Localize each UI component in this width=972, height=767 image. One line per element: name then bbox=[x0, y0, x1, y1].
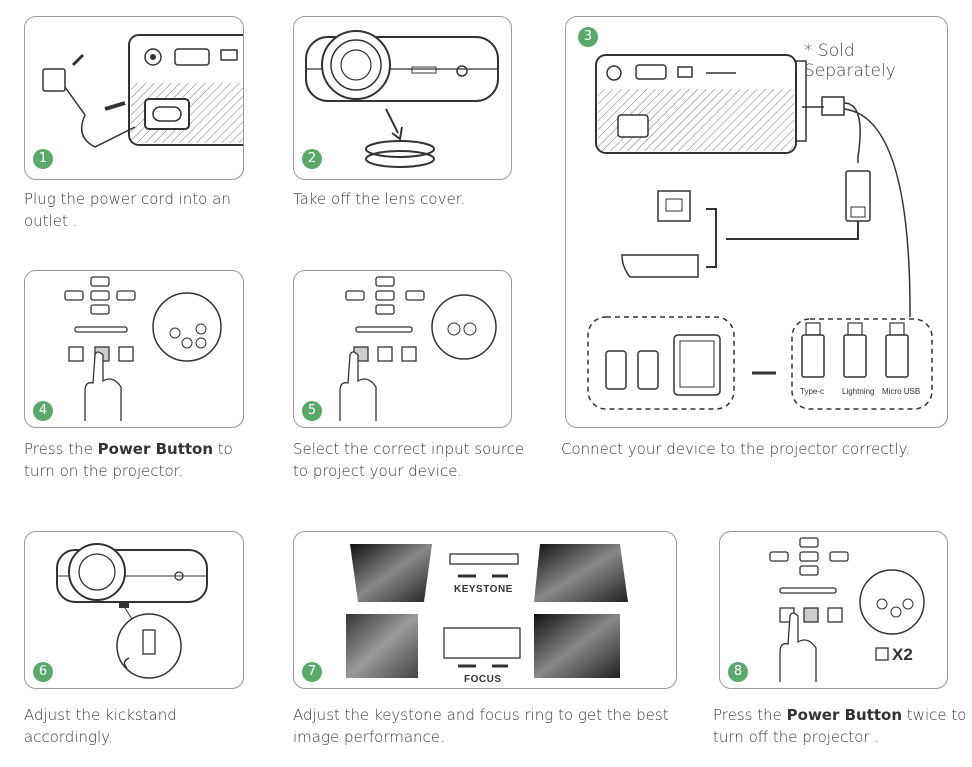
power-button-illustration bbox=[64, 276, 222, 421]
step-1-caption: Plug the power cord into an outlet . bbox=[24, 190, 231, 230]
input-source-illustration bbox=[339, 276, 497, 421]
step-5-panel: 5 bbox=[293, 270, 512, 428]
sold-separately-note: * Sold Separately bbox=[804, 41, 896, 81]
power-off-illustration bbox=[769, 537, 925, 682]
step-4-caption: Press the Power Button to turn on the pr… bbox=[24, 440, 233, 480]
device-connection-illustration bbox=[587, 54, 933, 410]
step-2-caption: Take off the lens cover. bbox=[293, 190, 466, 208]
step-number-badge: 1 bbox=[33, 149, 53, 169]
kickstand-illustration bbox=[56, 543, 208, 679]
step-7-panel: 7 KEYSTONE FOCUS bbox=[293, 531, 677, 689]
step-number-badge: 7 bbox=[302, 662, 322, 682]
step-number-badge: 3 bbox=[578, 27, 598, 47]
step-number-badge: 5 bbox=[302, 401, 322, 421]
lens-cover-illustration bbox=[305, 30, 499, 168]
power-cord-illustration bbox=[42, 34, 243, 148]
cable-label-micro-usb: Micro USB bbox=[882, 387, 921, 396]
times-two-label: X2 bbox=[892, 645, 913, 664]
step-4-panel: 4 bbox=[24, 270, 244, 428]
step-2-panel: 2 bbox=[293, 16, 512, 180]
step-5-caption: Select the correct input source to proje… bbox=[293, 440, 525, 480]
step-3-caption: Connect your device to the projector cor… bbox=[561, 440, 911, 458]
keystone-focus-illustration bbox=[346, 544, 628, 678]
step-number-badge: 2 bbox=[302, 149, 322, 169]
step-3-panel: 3 * Sold Separately Type-c Lightning Mic… bbox=[565, 16, 948, 428]
step-6-caption: Adjust the kickstand accordingly. bbox=[24, 706, 177, 746]
step-8-caption: Press the Power Button twice to turn off… bbox=[713, 706, 967, 746]
step-1-panel: 1 bbox=[24, 16, 244, 180]
step-6-panel: 6 bbox=[24, 531, 244, 689]
cable-label-type-c: Type-c bbox=[800, 387, 825, 396]
focus-label: FOCUS bbox=[464, 674, 502, 685]
step-7-caption: Adjust the keystone and focus ring to ge… bbox=[293, 706, 669, 746]
step-number-badge: 6 bbox=[33, 662, 53, 682]
step-number-badge: 8 bbox=[728, 662, 748, 682]
keystone-label: KEYSTONE bbox=[454, 584, 513, 595]
cable-label-lightning: Lightning bbox=[842, 387, 875, 396]
step-number-badge: 4 bbox=[33, 401, 53, 421]
step-8-panel: 8 X2 bbox=[719, 531, 948, 689]
